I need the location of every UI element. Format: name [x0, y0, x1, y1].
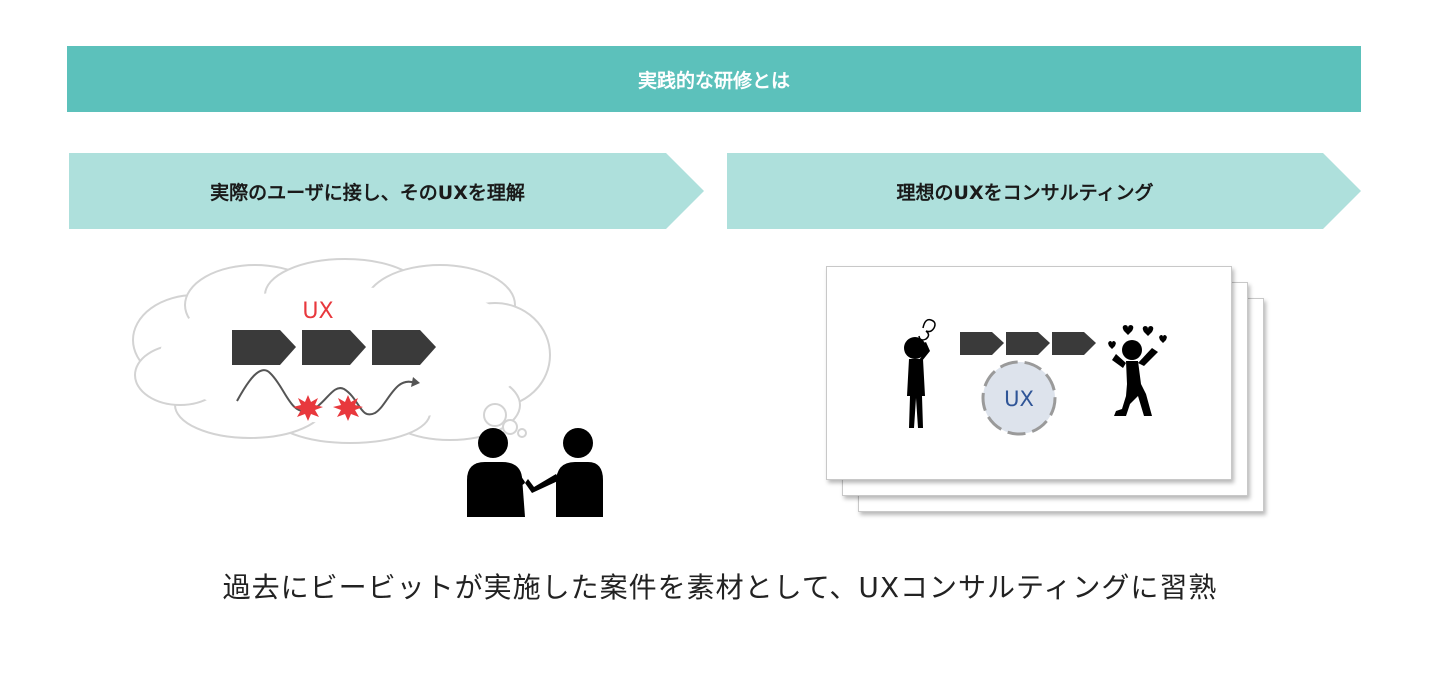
chevron-3 [1052, 332, 1096, 355]
thought-dot-large [483, 403, 507, 427]
chevron-1 [232, 330, 296, 365]
chevron-2 [302, 330, 366, 365]
heart-icon [1108, 341, 1116, 349]
thought-dot-medium [502, 419, 518, 435]
ux-circle [981, 360, 1057, 436]
experience-curve [236, 369, 416, 416]
confusion-scribble-icon [918, 318, 936, 341]
interviewee-head-icon [478, 428, 508, 458]
interview-people [467, 428, 603, 517]
ux-chevrons [232, 330, 436, 365]
chevron-2 [1006, 332, 1050, 355]
interviewer-body-icon [556, 462, 603, 517]
step-label-consult: 理想のUXをコンサルティング [896, 181, 1154, 204]
heart-icon [1122, 325, 1134, 335]
pain-burst-icons [293, 395, 363, 421]
step-label-understand: 実際のユーザに接し、そのUXを理解 [210, 181, 525, 204]
interviewer-head-icon [563, 428, 593, 458]
microphone-icon [508, 465, 525, 486]
interviewee-body-icon [467, 462, 525, 517]
heart-icon [1142, 326, 1154, 336]
pain-burst-icon [333, 395, 363, 421]
chevron-1 [960, 332, 1004, 355]
footer-caption: 過去にビービットが実施した案件を素材として、UXコンサルティングに習熟 [222, 571, 1218, 604]
interviewer-arm-icon [525, 474, 560, 493]
confused-person-icon [904, 318, 936, 428]
heart-icon [1159, 335, 1167, 343]
curve-arrowhead [411, 377, 420, 387]
interview-illustration: UX [132, 258, 603, 517]
step-arrow-consult: 理想のUXをコンサルティング [727, 153, 1361, 229]
step-arrow-understand: 実際のユーザに接し、そのUXを理解 [69, 153, 704, 229]
pain-burst-icon [293, 395, 323, 421]
cloud-ux-label: UX [302, 299, 333, 324]
ideal-ux-chevrons [960, 332, 1096, 355]
consulting-illustration: UX [904, 318, 1167, 436]
circle-ux-label: UX [1004, 387, 1034, 411]
happy-person-icon [1108, 325, 1167, 416]
header-bar: 実践的な研修とは [67, 46, 1361, 112]
header-title: 実践的な研修とは [637, 69, 790, 92]
thought-dot-small [517, 428, 527, 438]
chevron-3 [372, 330, 436, 365]
